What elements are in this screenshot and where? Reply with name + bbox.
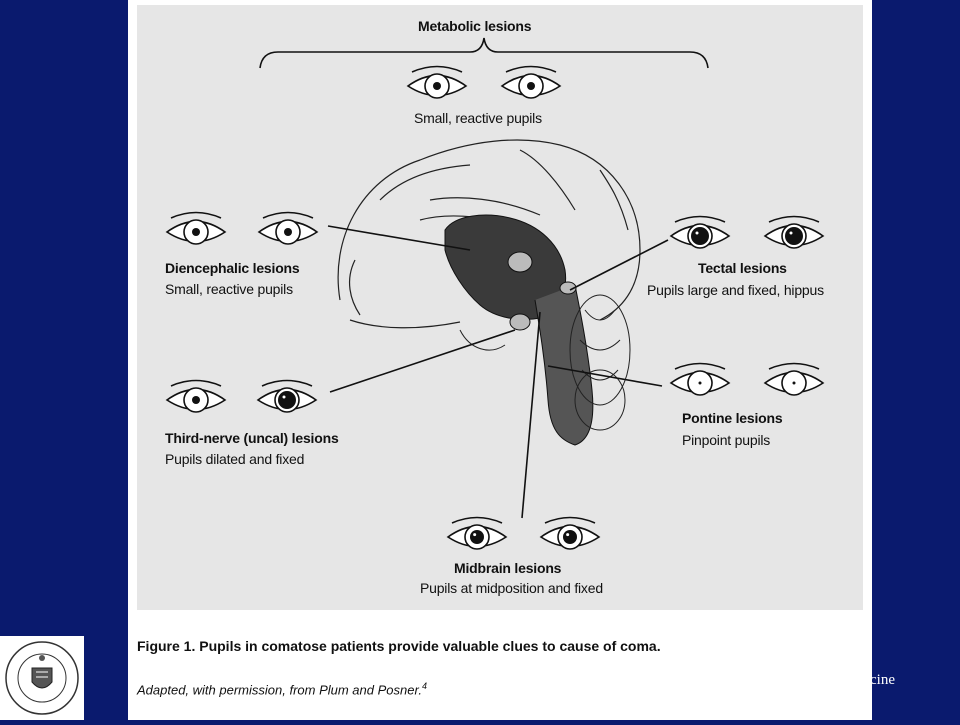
leader-pontine [547,365,663,387]
metabolic-desc: Small, reactive pupils [414,110,542,126]
leader-tectal [569,239,669,291]
midbrain-left-eye-icon [446,516,508,550]
tectal-right-eye-icon [763,215,825,249]
pontine-title: Pontine lesions [682,410,783,426]
pontine-desc: Pinpoint pupils [682,432,771,448]
caption-credit-text: Adapted, with permission, from Plum and … [137,682,422,698]
pontine-right-eye-icon [763,362,825,396]
leader-midbrain [521,311,541,519]
caption-credit: Adapted, with permission, from Plum and … [137,681,427,697]
diencephalic-title: Diencephalic lesions [165,260,300,276]
caption-credit-ref: 4 [421,681,427,691]
tectum-nucleus [559,281,577,295]
metabolic-brace [259,37,709,69]
footer-text: cine [870,672,895,688]
midbrain-title: Midbrain lesions [454,560,562,576]
diencephalic-right-eye-icon [257,211,319,245]
metabolic-title: Metabolic lesions [418,18,532,34]
leader-third-nerve [329,329,516,393]
pontine-left-eye-icon [669,362,731,396]
third-nerve-desc: Pupils dilated and fixed [165,451,305,467]
midbrain-desc: Pupils at midposition and fixed [420,580,603,596]
leader-diencephalic [327,225,471,251]
third-nerve-title: Third-nerve (uncal) lesions [165,430,339,446]
diencephalic-left-eye-icon [165,211,227,245]
tectal-desc: Pupils large and fixed, hippus [647,282,824,298]
third-ventricle [507,251,533,273]
midbrain-nucleus [509,313,531,331]
midbrain-right-eye-icon [539,516,601,550]
tectal-left-eye-icon [669,215,731,249]
metabolic-right-eye-icon [500,65,562,99]
brainstem [534,284,594,446]
pituitary-outline [459,329,506,351]
caption-title: Figure 1. Pupils in comatose patients pr… [137,638,661,654]
metabolic-left-eye-icon [406,65,468,99]
third-nerve-left-eye-icon [165,379,227,413]
university-seal-icon [0,636,84,720]
diencephalic-desc: Small, reactive pupils [165,281,293,297]
tectal-title: Tectal lesions [698,260,787,276]
third-nerve-right-eye-icon [256,379,318,413]
